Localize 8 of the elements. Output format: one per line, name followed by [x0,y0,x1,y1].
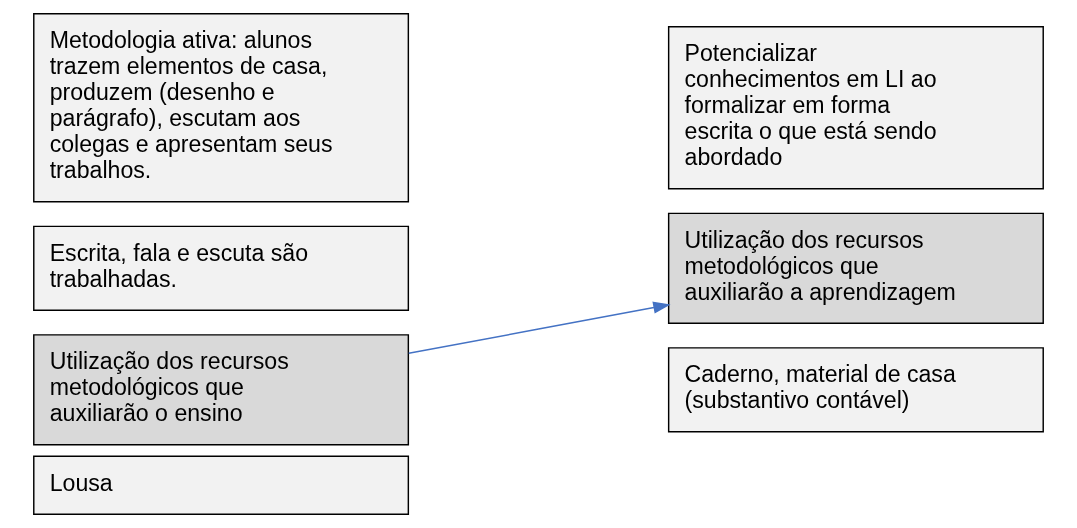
node-box: Utilização dos recursos metodológicos que auxiliarão o ensino [33,334,410,446]
node-box: Utilização dos recursos metodológicos que auxiliarão a aprendizagem [667,212,1044,324]
node-box: Caderno, material de casa (substantivo contável) [667,347,1044,433]
node-box: Metodologia ativa: alunos trazem elementos de casa, produzem (desenho e parágrafo), escutam aos colegas e apresentam seus trabalhos. [33,13,410,203]
node-box: Lousa [33,455,410,515]
node-box: Potencializar conhecimentos em LI ao formalizar em forma escrita o que está sendo abordado [667,26,1044,190]
node-box: Escrita, fala e escuta são trabalhadas. [33,225,410,311]
arrow [408,301,671,355]
